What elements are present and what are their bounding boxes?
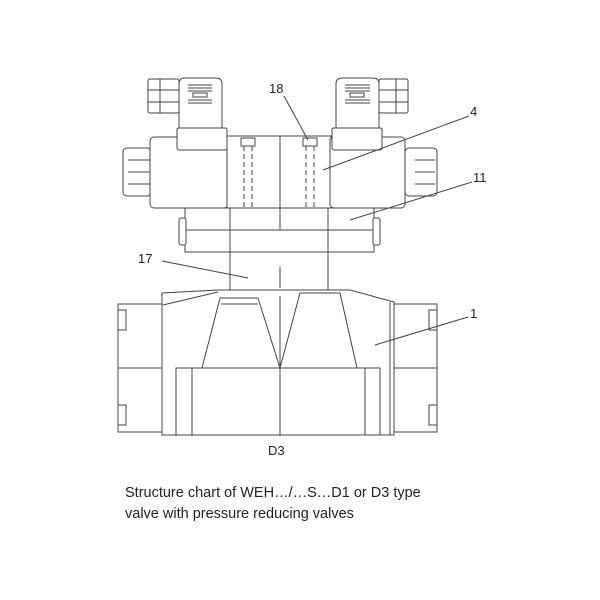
caption-line-1: Structure chart of WEH…/…S…D1 or D3 type (125, 485, 421, 501)
caption-line-2: valve with pressure reducing valves (125, 506, 354, 522)
intermediate-block (229, 251, 329, 292)
pressure-reducing-plate (178, 207, 381, 253)
leader-lines (161, 95, 473, 346)
solenoid-body (149, 127, 406, 230)
right-knurled-nut (404, 147, 438, 197)
label-18: 18 (269, 81, 283, 96)
label-1: 1 (470, 306, 477, 321)
caption: Structure chart of WEH…/…S…D1 or D3 type… (125, 483, 421, 525)
label-4: 4 (470, 104, 477, 119)
label-11: 11 (473, 170, 487, 185)
main-valve-body (117, 289, 438, 436)
left-knurled-nut (122, 147, 152, 197)
variant-label: D3 (268, 443, 285, 458)
label-17: 17 (138, 251, 152, 266)
